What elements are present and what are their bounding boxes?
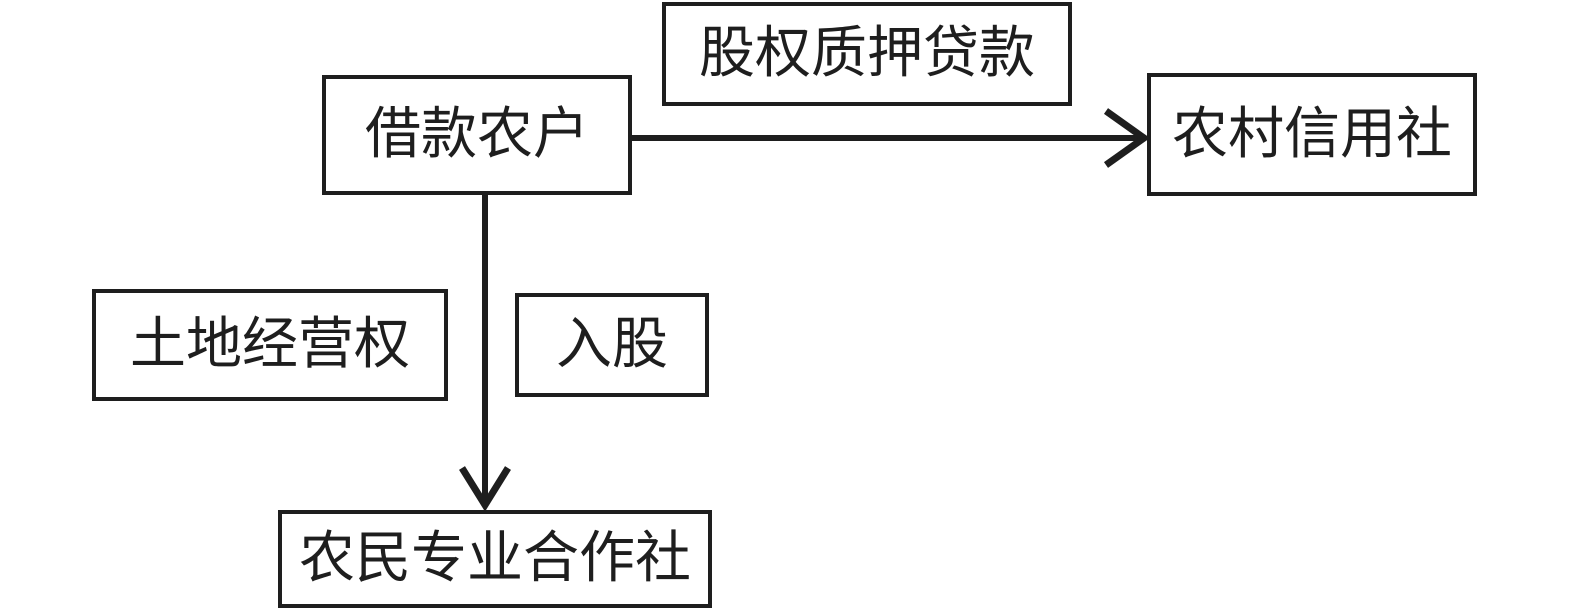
edge-label-equity-pledge-loan-text: 股权质押贷款 [699,23,1035,85]
arrow-borrower-to-farmers-cooperative [459,193,511,512]
edge-label-land-management-right-text: 土地经营权 [130,314,410,376]
edge-label-join-shares-text: 入股 [556,314,668,376]
node-rural-credit-cooperative-label: 农村信用社 [1172,103,1452,166]
edge-label-equity-pledge-loan: 股权质押贷款 [662,2,1072,106]
edge-label-join-shares: 入股 [515,293,709,397]
arrow-borrower-to-credit-cooperative [630,108,1151,168]
node-borrower-label: 借款农户 [365,104,589,166]
node-farmers-cooperative-label: 农民专业合作社 [299,528,691,590]
node-rural-credit-cooperative: 农村信用社 [1147,73,1477,196]
node-farmers-cooperative: 农民专业合作社 [278,510,712,608]
node-borrower: 借款农户 [322,75,632,195]
edge-label-land-management-right: 土地经营权 [92,289,448,401]
